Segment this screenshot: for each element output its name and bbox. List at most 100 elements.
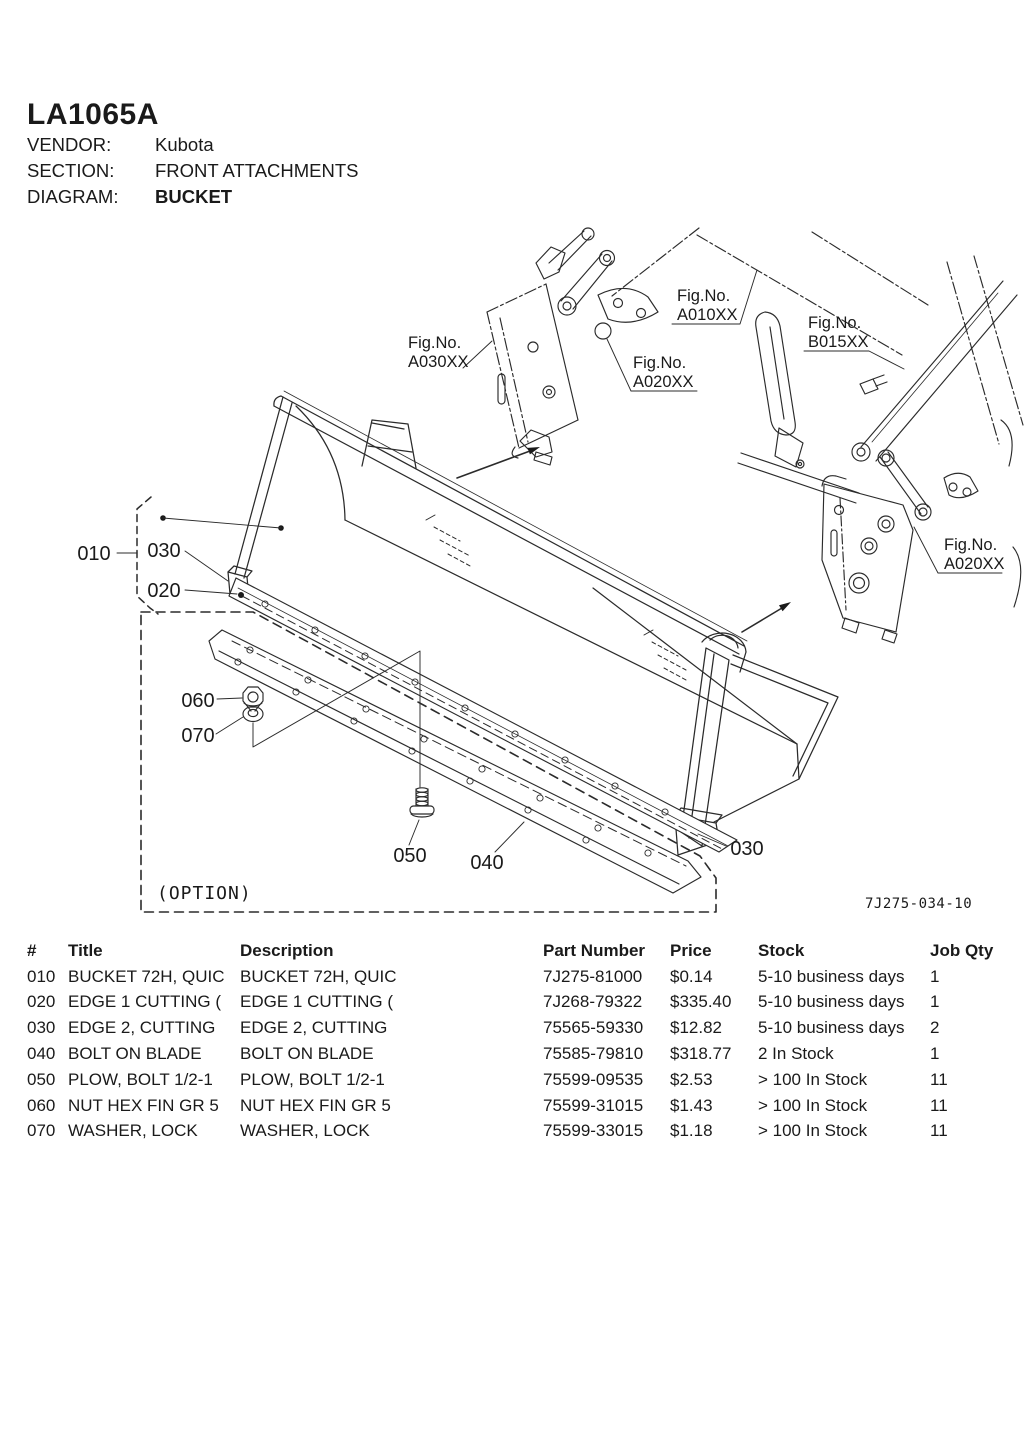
section-label: SECTION:	[27, 160, 115, 181]
section-row: SECTION: FRONT ATTACHMENTS	[27, 158, 359, 184]
col-description: Description	[240, 940, 334, 960]
callout-050: 050	[393, 845, 426, 867]
col-num: #	[27, 940, 37, 960]
cell-price: $1.18	[670, 1121, 713, 1141]
stamp-ticks	[425, 514, 654, 636]
bucket-line-drawing: 010 030 020 060 070 050 040 030 Fig.No. …	[77, 227, 1024, 913]
table-row: 030 EDGE 2, CUTTING EDGE 2, CUTTING 7556…	[27, 1015, 1007, 1041]
fig-ref-a010-prefix: Fig.No.	[677, 287, 730, 305]
quick-coupler-left	[497, 227, 659, 466]
cell-description: BOLT ON BLADE	[240, 1044, 374, 1064]
fig-ref-a020-right-code: A020XX	[944, 555, 1005, 573]
cell-title: PLOW, BOLT 1/2-1	[68, 1069, 213, 1089]
stamp-marks	[433, 526, 687, 681]
cell-stock: > 100 In Stock	[758, 1069, 868, 1089]
cell-stock: 5-10 business days	[758, 1018, 905, 1038]
cell-price: $2.53	[670, 1069, 713, 1089]
col-stock: Stock	[758, 940, 805, 960]
fig-ref-a020-left-prefix: Fig.No.	[633, 354, 686, 372]
table-row: 040 BOLT ON BLADE BOLT ON BLADE 75585-79…	[27, 1041, 1007, 1067]
callout-040: 040	[470, 852, 503, 874]
drawing-number: 7J275-034-10	[865, 896, 972, 912]
cell-part-number: 7J275-81000	[543, 966, 643, 986]
callout-070: 070	[181, 725, 214, 747]
diagram-row: DIAGRAM: BUCKET	[27, 184, 359, 210]
cell-job-qty: 11	[930, 1121, 948, 1141]
cell-title: NUT HEX FIN GR 5	[68, 1095, 219, 1115]
cell-num: 050	[27, 1069, 56, 1089]
fig-ref-labels: Fig.No. A030XX Fig.No. A010XX Fig.No. A0…	[408, 287, 1005, 573]
cell-job-qty: 1	[930, 966, 940, 986]
cell-stock: > 100 In Stock	[758, 1121, 868, 1141]
cell-part-number: 75599-09535	[543, 1069, 644, 1089]
table-row: 020 EDGE 1 CUTTING ( EDGE 1 CUTTING ( 7J…	[27, 990, 1007, 1016]
cell-job-qty: 1	[930, 1044, 940, 1064]
cell-num: 010	[27, 966, 56, 986]
cell-part-number: 75565-59330	[543, 1018, 644, 1038]
col-job-qty: Job Qty	[930, 940, 994, 960]
table-row: 070 WASHER, LOCK WASHER, LOCK 75599-3301…	[27, 1119, 1007, 1145]
fig-ref-a020-right-prefix: Fig.No.	[944, 536, 997, 554]
cell-price: $1.43	[670, 1095, 713, 1115]
callout-060: 060	[181, 690, 214, 712]
cell-job-qty: 11	[930, 1095, 948, 1115]
cell-description: EDGE 2, CUTTING	[240, 1018, 388, 1038]
plate-bolt-holes	[234, 646, 652, 857]
edge-bolt-holes	[261, 600, 669, 816]
cell-num: 030	[27, 1018, 56, 1038]
option-edge-plate	[208, 629, 702, 894]
cell-description: WASHER, LOCK	[240, 1121, 370, 1141]
table-row: 010 BUCKET 72H, QUIC BUCKET 72H, QUIC 7J…	[27, 964, 1007, 990]
cell-part-number: 75599-31015	[543, 1095, 644, 1115]
fig-ref-b015-prefix: Fig.No.	[808, 314, 861, 332]
bucket-cutting-edge	[228, 577, 738, 853]
cell-stock: > 100 In Stock	[758, 1095, 868, 1115]
exploded-parts-diagram: 010 030 020 060 070 050 040 030 Fig.No. …	[0, 225, 1024, 925]
cell-price: $318.77	[670, 1044, 732, 1064]
cell-description: BUCKET 72H, QUIC	[240, 966, 397, 986]
diagram-header: LA1065A VENDOR: Kubota SECTION: FRONT AT…	[27, 98, 359, 210]
parts-table: # Title Description Part Number Price St…	[27, 938, 1007, 1144]
cell-num: 070	[27, 1121, 56, 1141]
fig-ref-a020-left-code: A020XX	[633, 373, 694, 391]
cell-price: $335.40	[670, 992, 732, 1012]
diagram-value: BUCKET	[155, 186, 233, 207]
callout-030-right: 030	[730, 838, 763, 860]
fig-ref-b015-code: B015XX	[808, 333, 869, 351]
lock-washer-icon	[242, 705, 264, 723]
leader-lines	[116, 496, 727, 853]
cell-price: $0.14	[670, 966, 713, 986]
cell-stock: 5-10 business days	[758, 966, 905, 986]
cell-job-qty: 11	[930, 1069, 948, 1089]
page-title: LA1065A	[27, 98, 159, 131]
fig-ref-a030-code: A030XX	[408, 353, 469, 371]
cell-num: 040	[27, 1044, 56, 1064]
option-label: (OPTION)	[157, 883, 252, 904]
callout-labels: 010 030 020 060 070 050 040 030	[77, 540, 763, 874]
cell-description: NUT HEX FIN GR 5	[240, 1095, 391, 1115]
plow-bolt-icon	[409, 787, 435, 818]
col-title: Title	[68, 940, 103, 960]
cell-title: BOLT ON BLADE	[68, 1044, 202, 1064]
loader-carrier-right	[737, 311, 979, 644]
cell-title: WASHER, LOCK	[68, 1121, 198, 1141]
hydraulic-cylinder	[851, 280, 1022, 608]
fig-ref-leaders	[462, 269, 1003, 574]
cell-part-number: 7J268-79322	[543, 992, 643, 1012]
cell-stock: 2 In Stock	[758, 1044, 834, 1064]
vendor-row: VENDOR: Kubota	[27, 132, 359, 158]
table-row: 060 NUT HEX FIN GR 5 NUT HEX FIN GR 5 75…	[27, 1093, 1007, 1119]
callout-010: 010	[77, 543, 110, 565]
table-header-row: # Title Description Part Number Price St…	[27, 938, 1007, 964]
cell-num: 020	[27, 992, 56, 1012]
cell-title: EDGE 2, CUTTING	[68, 1018, 216, 1038]
cell-stock: 5-10 business days	[758, 992, 905, 1012]
vendor-value: Kubota	[155, 134, 214, 155]
cell-price: $12.82	[670, 1018, 722, 1038]
fig-ref-a010-code: A010XX	[677, 306, 738, 324]
cell-part-number: 75599-33015	[543, 1121, 644, 1141]
diagram-label: DIAGRAM:	[27, 186, 119, 207]
fig-ref-a030-prefix: Fig.No.	[408, 334, 461, 352]
section-value: FRONT ATTACHMENTS	[155, 160, 359, 181]
